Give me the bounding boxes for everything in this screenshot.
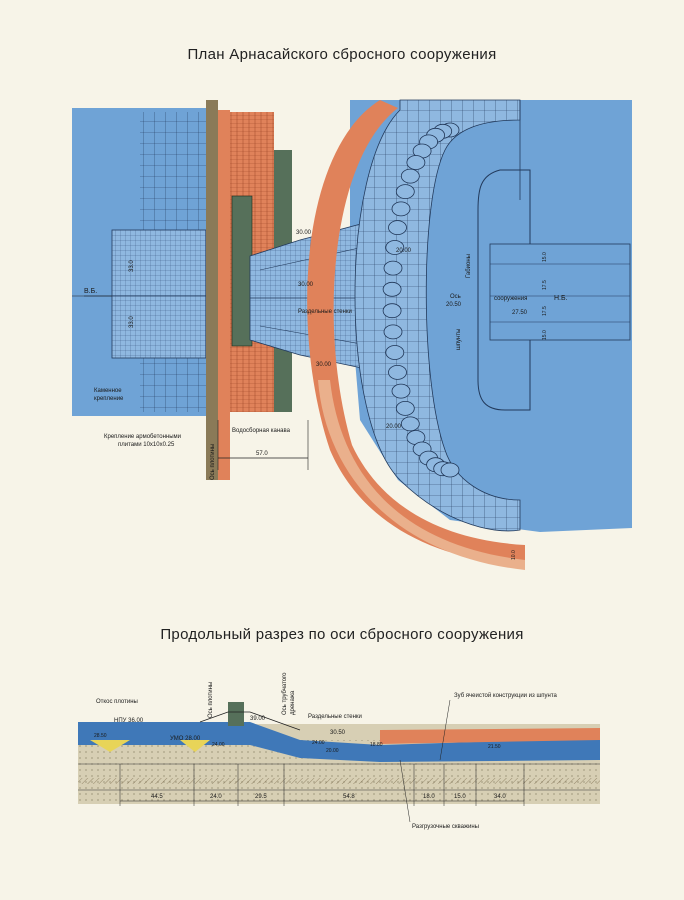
gabion-chain [382,122,460,478]
label-soor: сооружения [494,296,527,302]
section-dim-label: 44.5 [151,794,163,800]
label-razgruz: Разгрузочные скважины [412,824,479,830]
gabion-block [383,260,403,276]
section-dim-label: 24.0 [210,794,222,800]
label-dim-57: 57.0 [256,451,268,457]
spillway-gate [231,195,253,347]
label-30c: 30.00 [316,362,332,368]
label-150a: 15.0 [542,252,548,262]
label-kamennoe: Каменное [94,388,122,394]
label-shpunty: шпунты [456,329,462,350]
label-vodosbor: Водосборная канава [232,428,291,434]
gabion-block [406,155,426,170]
label-2400b: 24.00 [312,740,325,746]
toe-yellow-1 [90,740,130,752]
plan-view: В.Б. Н.Б. Каменное крепление Крепление а… [72,99,632,570]
label-3900: 39.00 [250,716,266,722]
label-33a: 33.0 [129,260,135,272]
label-sec-razdel: Раздельные стенки [308,714,362,720]
label-33b: 33.0 [129,316,135,328]
section-orange-fill [380,728,600,744]
gabion-block [391,383,411,399]
label-175a: 17.5 [542,280,548,290]
label-zub: Зуб ячеистой конструкции из шпунта [454,692,558,699]
label-os-trub2: дренажа [290,690,296,715]
label-2000a: 20.00 [386,424,402,430]
label-3050: 30.50 [330,730,346,736]
gabion-block [385,240,405,255]
label-os: Ось [450,294,461,300]
label-2050: 20.50 [446,302,462,308]
leader-razgruz [399,759,411,823]
label-175b: 17.5 [542,306,548,316]
inlet-apron-grid [112,230,206,358]
gabion-block [383,324,403,340]
gabion-block [388,220,407,236]
section-dim-label: 29.5 [255,794,267,800]
label-otkos: Откос плотины [96,699,138,705]
label-2000b: 20.00 [396,248,412,254]
label-2150: 21.50 [488,744,501,750]
section-dim-ticks: 44.5 24.0 29.5 54.8 18.0 15.0 34.0 [119,764,525,806]
gabion-block [382,281,402,297]
gabion-block [400,168,420,184]
label-2750: 27.50 [512,310,528,316]
gabion-block [391,201,411,217]
label-100: 10.0 [511,550,517,560]
leader-zub [439,699,451,761]
ground-hatch [78,778,600,784]
label-npu: НПУ 36.00 [114,718,144,724]
outer-arc-beige [318,380,525,570]
toe-yellow-2 [180,740,210,752]
outlet-canal [489,243,631,341]
label-30b: 30.00 [296,230,312,236]
label-krep1: Крепление армобетонными [104,434,181,440]
label-2850: 28.50 [94,733,107,739]
label-nb: Н.Б. [554,295,568,302]
gabion-block [382,303,402,319]
label-krep2: плитами 10х10х0.25 [118,442,175,448]
label-os-plotiny: Ось плотины [210,444,216,480]
label-vb: В.Б. [84,288,97,295]
section-title: Продольный разрез по оси сбросного соору… [160,626,524,643]
label-1880: 18.80 [370,742,383,748]
section-dim-label: 15.0 [454,794,466,800]
longitudinal-section: 44.5 24.0 29.5 54.8 18.0 15.0 34.0 Откос плоти… [78,672,600,830]
label-umo: УМО 28.00 [170,736,201,742]
gabion-block [385,345,405,360]
gabion-block [440,462,460,478]
label-os-trub1: Ось трубчатого [282,672,288,715]
label-2400: 24.00 [212,742,225,748]
label-30a: 30.00 [298,282,314,288]
gate-tower [228,702,244,726]
section-dim-label: 54.8 [343,794,355,800]
gabion-block [395,400,415,416]
dam-crest-left [206,100,218,480]
gabion-block [400,416,420,432]
dam-slope [218,110,230,480]
label-kreplenie: крепление [94,396,124,402]
section-water [78,722,600,762]
section-dim-label: 18.0 [423,794,435,800]
gabion-block [388,364,407,380]
section-dim-label: 34.0 [494,794,506,800]
label-razdel: Раздельные стенки [298,309,352,315]
label-sec-os-plotiny: Ось плотины [208,682,214,718]
label-gabiony: Габионы [466,254,472,278]
label-150b: 15.0 [542,330,548,340]
gabion-block [395,184,415,200]
plan-title: План Арнасайского сбросного сооружения [187,46,497,63]
label-2000: 20.00 [326,748,339,754]
dam-profile [199,711,301,731]
